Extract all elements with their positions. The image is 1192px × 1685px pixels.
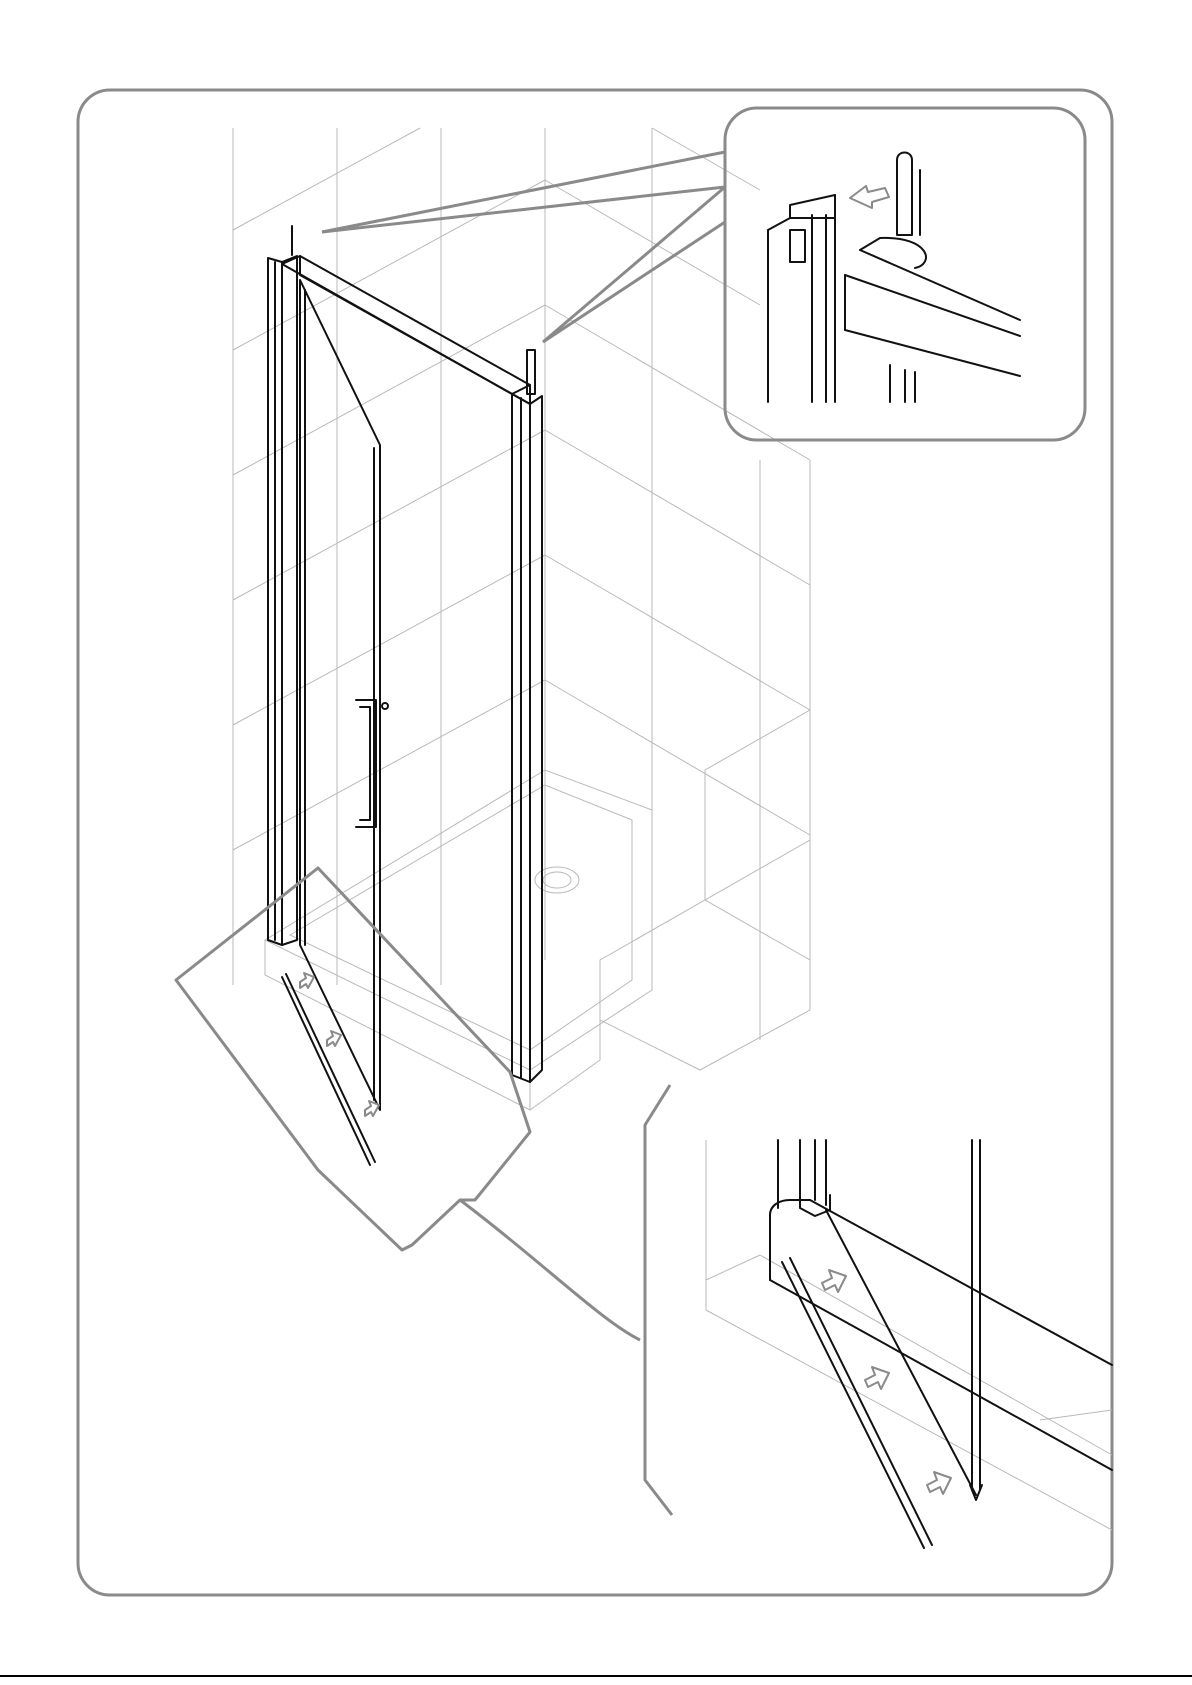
top-detail-leader xyxy=(322,152,725,342)
insert-direction-arrow-icon xyxy=(927,1472,951,1494)
bottom-left-callout xyxy=(176,868,640,1340)
bottom-detail-callout xyxy=(645,1085,1112,1548)
footer-rule xyxy=(0,1675,1192,1677)
insert-direction-arrow-icon xyxy=(300,973,314,988)
insert-direction-arrow-icon xyxy=(822,1270,846,1292)
insert-direction-arrow-icon xyxy=(850,186,889,208)
insert-direction-arrow-icon xyxy=(365,1101,379,1116)
top-detail-callout xyxy=(725,108,1085,440)
shower-tray xyxy=(265,710,810,1110)
insert-direction-arrow-icon xyxy=(865,1367,889,1389)
insert-direction-arrow-icon xyxy=(327,1031,341,1046)
